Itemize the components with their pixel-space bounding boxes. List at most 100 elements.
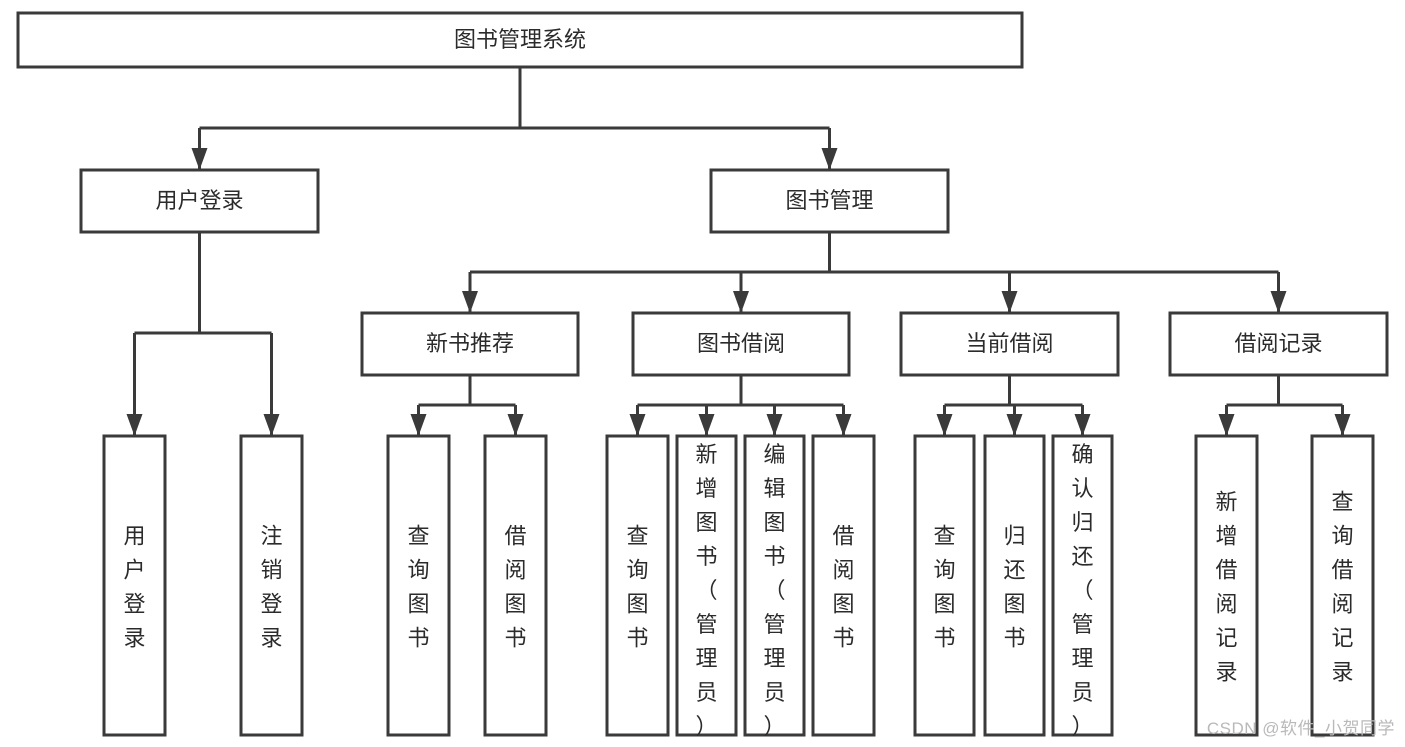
- node-box[interactable]: [899, 311, 1120, 377]
- node-label-char: 确: [1071, 442, 1093, 467]
- node-box[interactable]: [709, 168, 950, 234]
- node-box[interactable]: [16, 11, 1024, 69]
- node-label-char: 询: [933, 558, 955, 583]
- node-label-char: 理: [1071, 646, 1093, 671]
- node-book-manage[interactable]: 图书管理: [709, 168, 950, 234]
- node-label: 当前借阅: [965, 331, 1053, 356]
- node-label-char: 户: [123, 558, 145, 583]
- node-label-char: 注: [260, 524, 282, 549]
- node-label-char: 书: [832, 626, 854, 651]
- node-root[interactable]: 图书管理系统: [16, 11, 1024, 69]
- node-label-char: ）: [1071, 714, 1093, 739]
- node-borrow-record[interactable]: 借阅记录: [1168, 311, 1389, 377]
- node-box[interactable]: [1051, 434, 1114, 737]
- node-box[interactable]: [1168, 311, 1389, 377]
- node-label-char: 录: [1331, 660, 1353, 685]
- node-box[interactable]: [811, 434, 876, 737]
- node-box[interactable]: [605, 434, 670, 737]
- node-label: 借阅记录: [1234, 331, 1322, 356]
- arrowhead-icon: [629, 414, 646, 436]
- node-box[interactable]: [79, 168, 320, 234]
- node-label-char: 录: [1215, 660, 1237, 685]
- node-label-char: 认: [1071, 476, 1093, 501]
- node-label-char: 图: [1003, 592, 1025, 617]
- node-box[interactable]: [239, 434, 304, 737]
- node-label-char: 图: [407, 592, 429, 617]
- diagram-nodes: 图书管理系统用户登录图书管理新书推荐图书借阅当前借阅借阅记录用户登录注销登录查询…: [16, 11, 1389, 739]
- node-box[interactable]: [360, 311, 580, 377]
- node-label-char: 员: [763, 680, 785, 705]
- node-box[interactable]: [386, 434, 451, 737]
- node-label-char: ）: [695, 714, 717, 739]
- node-label-char: 理: [695, 646, 717, 671]
- node-new-book-recommend[interactable]: 新书推荐: [360, 311, 580, 377]
- node-label-char: 增: [695, 476, 717, 501]
- node-label-char: 查: [933, 524, 955, 549]
- node-label-char: 记: [1331, 626, 1353, 651]
- node-label-char: 书: [626, 626, 648, 651]
- node-label-char: 理: [763, 646, 785, 671]
- node-label-char: 书: [933, 626, 955, 651]
- node-label-char: 阅: [504, 558, 526, 583]
- node-label-char: 询: [1331, 524, 1353, 549]
- node-label-char: 新: [695, 442, 717, 467]
- node-label-char: （: [1071, 578, 1093, 603]
- arrowhead-icon: [1334, 414, 1351, 436]
- node-label-char: 询: [626, 558, 648, 583]
- node-label-char: 用: [123, 524, 145, 549]
- node-label-char: 查: [407, 524, 429, 549]
- node-label: 图书借阅: [697, 331, 785, 356]
- node-box[interactable]: [102, 434, 167, 737]
- node-label-char: 管: [1071, 612, 1093, 637]
- node-box[interactable]: [483, 434, 548, 737]
- node-label-char: 图: [832, 592, 854, 617]
- node-label-char: 书: [763, 544, 785, 569]
- node-label: 图书管理系统: [454, 27, 586, 52]
- arrowhead-icon: [1001, 291, 1018, 313]
- arrowhead-icon: [1270, 291, 1287, 313]
- node-label: 用户登录: [155, 188, 243, 213]
- arrowhead-icon: [462, 291, 478, 313]
- node-current-borrow[interactable]: 当前借阅: [899, 311, 1120, 377]
- node-label-char: 书: [504, 626, 526, 651]
- node-label-char: 书: [695, 544, 717, 569]
- node-box[interactable]: [675, 434, 738, 737]
- node-box[interactable]: [1194, 434, 1259, 737]
- node-book-borrow[interactable]: 图书借阅: [631, 311, 851, 377]
- node-user-login[interactable]: 用户登录: [79, 168, 320, 234]
- arrowhead-icon: [1006, 414, 1023, 436]
- node-label-char: 新: [1215, 490, 1237, 515]
- csdn-watermark: CSDN @软件_小贺同学: [1206, 719, 1395, 738]
- node-box[interactable]: [983, 434, 1046, 737]
- arrowhead-icon: [410, 414, 427, 436]
- node-label-char: 图: [695, 510, 717, 535]
- arrowhead-icon: [507, 414, 524, 436]
- node-label: 新书推荐: [426, 331, 514, 356]
- node-label-char: 查: [1331, 490, 1353, 515]
- node-label: 图书管理: [785, 188, 873, 213]
- node-label-char: 借: [832, 524, 854, 549]
- arrowhead-icon: [733, 291, 749, 313]
- node-label-char: 录: [260, 626, 282, 651]
- node-label-char: 编: [763, 442, 785, 467]
- node-label-char: 销: [260, 558, 282, 583]
- node-box[interactable]: [631, 311, 851, 377]
- arrowhead-icon: [821, 148, 838, 170]
- node-box[interactable]: [1310, 434, 1375, 737]
- node-label-char: 归: [1003, 524, 1025, 549]
- node-box[interactable]: [913, 434, 976, 737]
- node-box[interactable]: [743, 434, 806, 737]
- node-leaf-user-login[interactable]: 用户登录: [102, 434, 167, 737]
